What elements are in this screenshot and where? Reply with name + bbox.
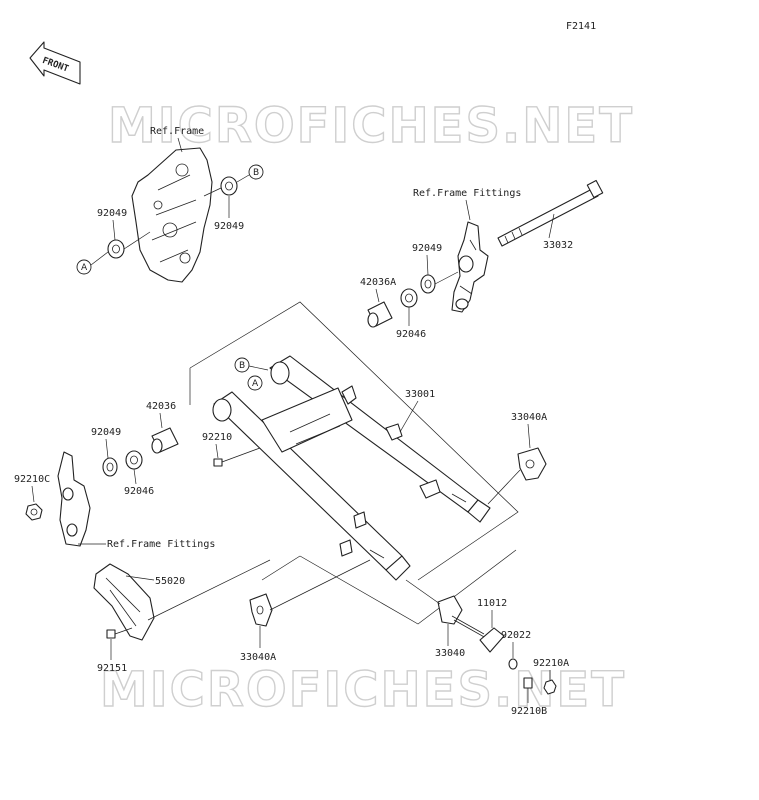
label-33001: 33001 <box>405 389 435 400</box>
washer-92022 <box>508 658 518 670</box>
nut-92210c <box>25 503 43 521</box>
frame-fitting-left <box>57 451 91 547</box>
plate-11012 <box>479 627 505 653</box>
ref-frame-fittings-top-label: Ref.Frame Fittings <box>413 188 521 199</box>
ref-frame-label: Ref.Frame <box>150 126 204 137</box>
label-92046-upper: 92046 <box>396 329 426 340</box>
collar-42036 <box>151 427 179 454</box>
bolt-92151 <box>106 627 133 639</box>
label-33040: 33040 <box>435 648 465 659</box>
callout-b-arm: B <box>234 357 250 373</box>
label-92049-lower-left: 92049 <box>91 427 121 438</box>
washer-92049-right <box>220 176 238 196</box>
label-92049-left: 92049 <box>97 208 127 219</box>
nut-92210b <box>523 677 533 689</box>
watermark-top: MICROFICHES.NET <box>108 98 634 154</box>
callout-a-top: A <box>76 259 92 275</box>
label-33040a-right: 33040A <box>511 412 547 423</box>
label-42036a: 42036A <box>360 277 396 288</box>
collar-42036a <box>367 301 393 328</box>
label-92210b: 92210B <box>511 706 547 717</box>
label-42036: 42036 <box>146 401 176 412</box>
label-92049-upper-right: 92049 <box>412 243 442 254</box>
adjuster-33040 <box>437 595 487 639</box>
diagram-code: F2141 <box>566 21 596 32</box>
svg-text:B: B <box>253 168 259 178</box>
bearing-92046-lower <box>125 450 143 470</box>
watermark-bottom: MICROFICHES.NET <box>100 662 626 718</box>
label-55020: 55020 <box>155 576 185 587</box>
label-92022: 92022 <box>501 630 531 641</box>
label-11012: 11012 <box>477 598 507 609</box>
washer-92049-left <box>107 239 125 259</box>
adjuster-33040a-lower <box>249 593 273 627</box>
screw-92210 <box>213 447 261 467</box>
chain-guide-55020 <box>93 563 155 641</box>
washer-92049-lower-left <box>102 457 118 477</box>
label-92049-right: 92049 <box>214 221 244 232</box>
washer-92049-upper-right <box>420 274 436 294</box>
adjuster-33040a-right <box>517 447 547 481</box>
frame-plate <box>131 147 213 283</box>
swingarm-33001 <box>212 355 491 581</box>
label-92151: 92151 <box>97 663 127 674</box>
nut-92210a <box>543 679 557 695</box>
svg-text:A: A <box>81 263 88 273</box>
label-33040a-lower: 33040A <box>240 652 276 663</box>
callout-b-top: B <box>248 164 264 180</box>
svg-text:B: B <box>239 361 245 371</box>
label-92046-lower: 92046 <box>124 486 154 497</box>
front-arrow-icon: FRONT <box>29 41 81 85</box>
label-92210a: 92210A <box>533 658 569 669</box>
callout-a-arm: A <box>247 375 263 391</box>
label-33032: 33032 <box>543 240 573 251</box>
svg-text:A: A <box>252 379 259 389</box>
label-92210c: 92210C <box>14 474 50 485</box>
frame-fitting-right <box>451 221 489 313</box>
bearing-92046-upper <box>400 288 418 308</box>
pivot-shaft-33032 <box>497 179 604 247</box>
ref-frame-fittings-bottom-label: Ref.Frame Fittings <box>107 539 215 550</box>
label-92210: 92210 <box>202 432 232 443</box>
